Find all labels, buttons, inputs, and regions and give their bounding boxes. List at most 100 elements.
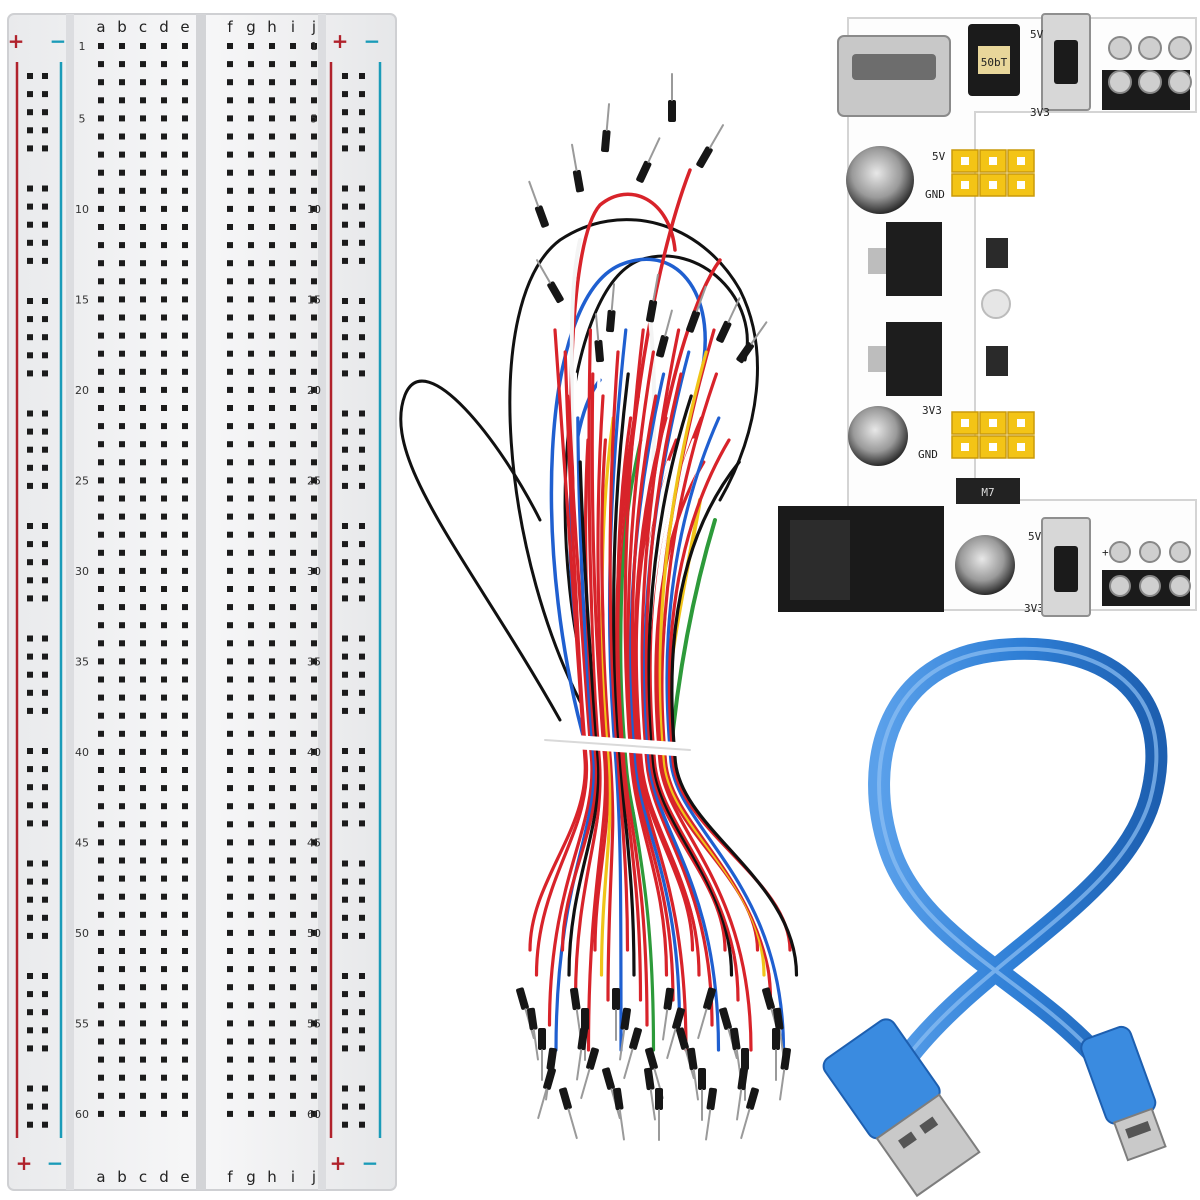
breadboard-hole (182, 314, 188, 321)
row-number: 25 (75, 474, 89, 487)
switch-slider[interactable] (1054, 40, 1078, 84)
breadboard-hole (227, 368, 233, 375)
rail-hole (27, 932, 33, 939)
breadboard-hole (140, 1056, 146, 1063)
breadboard-hole (269, 821, 275, 828)
row-number: 55 (307, 1017, 321, 1030)
switch-slider[interactable] (1054, 546, 1078, 592)
breadboard-hole (182, 1056, 188, 1063)
breadboard-hole (140, 929, 146, 936)
breadboard-hole (140, 966, 146, 973)
breadboard-hole (248, 423, 254, 430)
rail-hole (359, 145, 365, 152)
breadboard-hole (290, 386, 296, 393)
smd-component (986, 346, 1008, 376)
breadboard-hole (269, 748, 275, 755)
pin-housing (716, 320, 732, 343)
pin-housing (746, 1087, 759, 1110)
breadboard-hole (182, 386, 188, 393)
breadboard-hole (248, 1038, 254, 1045)
label-5v: 5V (932, 150, 946, 163)
jumper-pin (528, 180, 549, 228)
breadboard-hole (140, 911, 146, 918)
breadboard-hole (119, 966, 125, 973)
rail-hole (27, 428, 33, 435)
rail-hole (42, 316, 48, 323)
rail-hole (42, 221, 48, 228)
jumper-pin (687, 1047, 699, 1101)
pin-metal (736, 1088, 743, 1121)
breadboard-hole (161, 368, 167, 375)
breadboard-hole (311, 115, 317, 122)
breadboard-hole (119, 495, 125, 502)
breadboard-hole (161, 1056, 167, 1063)
breadboard-hole (161, 857, 167, 864)
breadboard-hole (161, 893, 167, 900)
breadboard-hole (140, 314, 146, 321)
header-pin-hole (961, 157, 969, 165)
rail-hole (342, 109, 348, 116)
breadboard-hole (227, 893, 233, 900)
rail-hole (359, 1045, 365, 1052)
breadboard-hole (98, 531, 104, 538)
breadboard-hole (140, 984, 146, 991)
breadboard-hole (248, 984, 254, 991)
rail-hole (27, 334, 33, 341)
breadboard-hole (269, 423, 275, 430)
pin-housing (636, 160, 652, 183)
breadboard-hole (290, 350, 296, 357)
breadboard-hole (161, 966, 167, 973)
breadboard-hole (119, 368, 125, 375)
breadboard-hole (269, 1110, 275, 1117)
breadboard-hole (182, 224, 188, 230)
rail-hole (27, 203, 33, 210)
electrolytic-capacitor (955, 535, 1015, 595)
breadboard-hole (98, 386, 104, 393)
row-number: 20 (307, 384, 321, 397)
rail-hole (42, 334, 48, 341)
breadboard-hole (311, 495, 317, 502)
breadboard-hole (98, 405, 104, 411)
column-letter: a (96, 18, 105, 36)
breadboard-hole (161, 694, 167, 701)
breadboard-hole (290, 1056, 296, 1063)
breadboard-hole (140, 1002, 146, 1009)
breadboard-hole (269, 730, 275, 737)
jumper-wire (665, 416, 786, 1052)
breadboard-hole (248, 875, 254, 882)
header-pin-hole (989, 443, 997, 451)
breadboard-hole (98, 875, 104, 882)
pin-metal (705, 1108, 712, 1141)
breadboard-hole (98, 332, 104, 339)
breadboard-hole (119, 604, 125, 611)
breadboard-hole (227, 350, 233, 357)
breadboard-hole (248, 1002, 254, 1009)
breadboard-hole (140, 332, 146, 339)
pin-metal (666, 1028, 677, 1060)
breadboard-hole (269, 694, 275, 701)
rail-hole (342, 221, 348, 228)
breadboard-hole (311, 911, 317, 918)
rail-hole (27, 802, 33, 809)
breadboard-hole (290, 586, 296, 592)
breadboard-hole (98, 133, 104, 140)
breadboard-hole (269, 278, 275, 285)
pin (1109, 541, 1131, 563)
breadboard-hole (227, 169, 233, 176)
breadboard-hole (119, 513, 125, 520)
breadboard-hole (248, 839, 254, 846)
breadboard-hole (227, 115, 233, 122)
breadboard-hole (182, 205, 188, 212)
breadboard-hole (311, 1020, 317, 1027)
rail-hole (342, 298, 348, 304)
breadboard-hole (269, 857, 275, 864)
breadboard-hole (119, 61, 125, 68)
rail-hole (42, 671, 48, 678)
row-number: 10 (307, 203, 321, 216)
pin-header-3v3 (951, 411, 1035, 459)
pin (1109, 575, 1131, 597)
breadboard-hole (248, 893, 254, 900)
breadboard-hole (311, 79, 317, 86)
column-letter: d (159, 1168, 169, 1186)
